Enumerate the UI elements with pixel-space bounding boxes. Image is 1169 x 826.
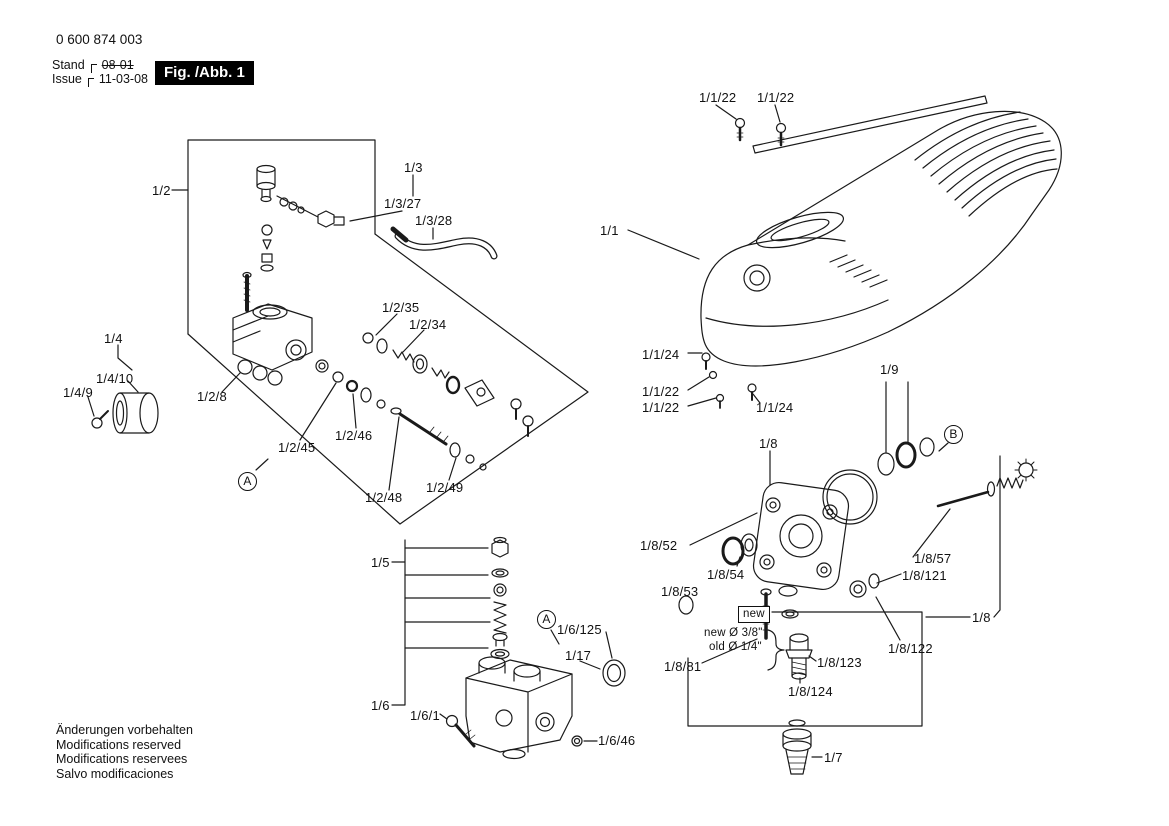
part-label: 1/8/54 bbox=[707, 567, 745, 582]
part-label: 1/2/46 bbox=[335, 428, 373, 443]
part-label: 1/9 bbox=[880, 362, 899, 377]
detail-marker-a: A bbox=[537, 610, 556, 629]
part-label: 1/6/125 bbox=[557, 622, 602, 637]
new-tag: new bbox=[738, 606, 770, 623]
legal-notice-line: Modifications reserved bbox=[56, 737, 182, 752]
part-label: 1/8/81 bbox=[664, 659, 702, 674]
part-label: 1/8/122 bbox=[888, 641, 933, 656]
document-number: 0 600 874 003 bbox=[56, 32, 143, 47]
fitting-group-drawing bbox=[687, 588, 923, 727]
part-label: 1/8/57 bbox=[914, 551, 952, 566]
part-label: 1/2/8 bbox=[197, 389, 227, 404]
part-label: 1/7 bbox=[824, 750, 843, 765]
part-label: 1/6/1 bbox=[410, 708, 440, 723]
old-date: 08-01 bbox=[101, 58, 134, 72]
part-label: 1/4/9 bbox=[63, 385, 93, 400]
part-label: 1/6 bbox=[371, 698, 390, 713]
part-label: 1/1/22 bbox=[642, 384, 680, 399]
part-label: 1/3/27 bbox=[384, 196, 422, 211]
issue-date: 11-03-08 bbox=[98, 72, 148, 86]
figure-label: Fig. /Abb. 1 bbox=[155, 61, 254, 85]
part-label: 1/2/45 bbox=[278, 440, 316, 455]
detail-marker-b: B bbox=[944, 425, 963, 444]
part-label: 1/8/53 bbox=[661, 584, 699, 599]
hose-drawing bbox=[349, 174, 498, 260]
part-label: 1/8/123 bbox=[817, 655, 862, 670]
part-label: 1/6/46 bbox=[598, 733, 636, 748]
bracket-mark bbox=[87, 77, 94, 87]
legal-notice-line: Modifications reservees bbox=[56, 752, 188, 766]
part-label: 1/1/24 bbox=[642, 347, 680, 362]
legal-notice: Änderungen vorbehalten Modifications res… bbox=[56, 723, 193, 781]
part-label: 1/2/35 bbox=[382, 300, 420, 315]
legal-notice-line: Änderungen vorbehalten bbox=[56, 723, 193, 737]
part-label: 1/8/52 bbox=[640, 538, 678, 553]
housing-cover-drawing bbox=[627, 95, 1062, 409]
issue-label: Issue bbox=[52, 72, 82, 86]
part-label: 1/1/22 bbox=[642, 400, 680, 415]
part-label: 1/8 bbox=[759, 436, 778, 451]
pump-head-assembly-drawing bbox=[171, 139, 589, 525]
part-label: 1/2/49 bbox=[426, 480, 464, 495]
part-label: 1/4/10 bbox=[96, 371, 134, 386]
part-label: 1/3/28 bbox=[415, 213, 453, 228]
part-label: 1/17 bbox=[565, 648, 592, 663]
pump-flange-drawing bbox=[678, 381, 1038, 641]
hose-adapter-drawing bbox=[782, 719, 823, 775]
part-label: 1/1/22 bbox=[699, 90, 737, 105]
legal-notice-line: Salvo modificaciones bbox=[56, 766, 174, 781]
part-label: 1/2/34 bbox=[409, 317, 447, 332]
size-note-old: old Ø 1/4" bbox=[709, 641, 762, 653]
detail-marker-a: A bbox=[238, 472, 257, 491]
part-label: 1/1 bbox=[600, 223, 619, 238]
part-label: 1/3 bbox=[404, 160, 423, 175]
damper-drawing bbox=[87, 344, 159, 434]
part-label: 1/1/22 bbox=[757, 90, 795, 105]
part-label: 1/4 bbox=[104, 331, 123, 346]
part-label: 1/2 bbox=[152, 183, 171, 198]
part-label: 1/8/121 bbox=[902, 568, 947, 583]
stand-label: Stand bbox=[52, 58, 85, 72]
part-label: 1/5 bbox=[371, 555, 390, 570]
part-label: 1/1/24 bbox=[756, 400, 794, 415]
part-label: 1/8/124 bbox=[788, 684, 833, 699]
bracket-mark bbox=[90, 63, 97, 73]
size-note-new: new Ø 3/8" bbox=[704, 627, 763, 639]
part-label: 1/8 bbox=[972, 610, 991, 625]
part-label: 1/2/48 bbox=[365, 490, 403, 505]
revision-block: Stand 08-01 Issue 11-03-08 bbox=[52, 58, 148, 87]
valve-stack-manifold-drawing bbox=[391, 536, 626, 760]
